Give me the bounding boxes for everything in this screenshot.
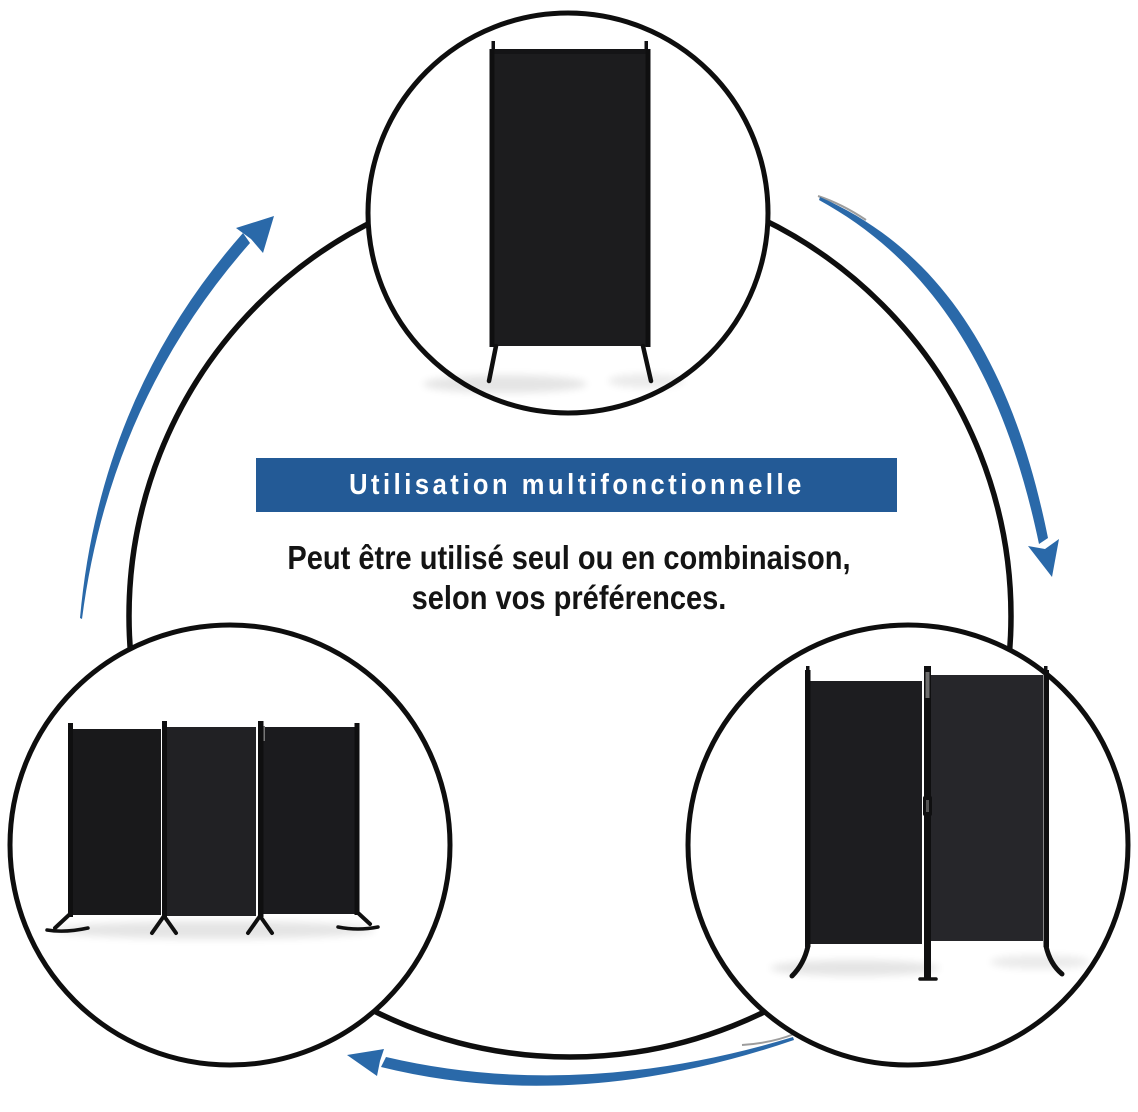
two-panel-room-divider-image bbox=[770, 666, 1090, 981]
arrow-head bbox=[1028, 539, 1059, 577]
section-banner: Utilisation multifonctionnelle bbox=[256, 458, 897, 512]
single-panel-room-divider-image bbox=[423, 41, 684, 393]
node-bottom-left-three-panel bbox=[7, 622, 453, 1068]
arrow-head bbox=[236, 216, 274, 253]
node-bottom-right-two-panel bbox=[685, 622, 1131, 1068]
banner-title: Utilisation multifonctionnelle bbox=[348, 468, 805, 501]
arrow-head bbox=[347, 1049, 384, 1076]
curved-arrow-up-icon bbox=[80, 216, 274, 619]
caption-line-2: selon vos préférences. bbox=[411, 579, 727, 616]
curved-arrow-down-icon bbox=[817, 195, 1059, 577]
three-panel-room-divider-image bbox=[45, 721, 380, 939]
arrow-tail-accent bbox=[817, 195, 867, 221]
node-top-single-panel bbox=[365, 10, 771, 416]
arrow-shaft bbox=[381, 1037, 794, 1086]
caption: Peut être utilisé seul ou en combinaison… bbox=[0, 538, 1138, 618]
arrow-tail-accent bbox=[741, 1033, 795, 1046]
caption-line-1: Peut être utilisé seul ou en combinaison… bbox=[287, 539, 851, 576]
curved-arrow-left-icon bbox=[347, 1033, 795, 1086]
